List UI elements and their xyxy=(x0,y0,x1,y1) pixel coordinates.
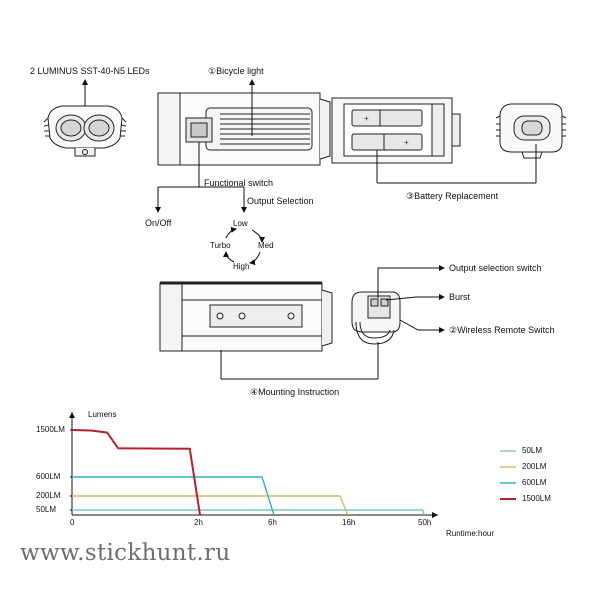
x-axis-arrow xyxy=(432,512,438,518)
bicycle-light-label: ①Bicycle light xyxy=(208,66,264,76)
series-line-600lm xyxy=(72,476,275,516)
x-tick-label: 6h xyxy=(268,518,277,527)
y-tick-label: 50LM xyxy=(36,505,57,514)
remote-switch-pointers xyxy=(377,265,445,333)
y-tick-label: 200LM xyxy=(36,491,61,500)
functional-switch-label: Functional switch xyxy=(204,178,274,188)
chart-series xyxy=(71,429,425,516)
x-tick-label: 2h xyxy=(194,518,203,527)
legend-label-200lm: 200LM xyxy=(522,462,547,471)
legend-label-600lm: 600LM xyxy=(522,478,547,487)
battery-compartment: + + xyxy=(331,97,461,164)
series-line-50lm xyxy=(72,509,425,516)
series-line-200lm xyxy=(72,495,349,516)
mode-low-label: Low xyxy=(233,219,248,228)
remote-switch-drawing xyxy=(351,291,401,345)
chart-legend xyxy=(500,450,516,500)
burst-label: Burst xyxy=(449,292,471,302)
output-selection-switch-label: Output selection switch xyxy=(449,263,542,273)
mode-high-label: High xyxy=(233,262,250,271)
y-tick-label: 600LM xyxy=(36,472,61,481)
svg-text:+: + xyxy=(364,114,369,123)
mode-cycle-arrows xyxy=(223,226,265,266)
watermark: www.stickhunt.ru xyxy=(20,540,231,566)
battery-replacement-bracket xyxy=(376,144,537,184)
functional-switch-tree xyxy=(155,142,247,213)
output-selection-label: Output Selection xyxy=(247,196,314,206)
bicycle-light-side-view xyxy=(157,92,331,166)
x-tick-label: 16h xyxy=(342,518,356,527)
battery-replacement-label: ③Battery Replacement xyxy=(406,191,499,201)
wireless-remote-switch-label: ②Wireless Remote Switch xyxy=(449,325,555,335)
svg-text:+: + xyxy=(404,138,409,147)
chart-xlabel: Runtime:hour xyxy=(446,529,495,538)
legend-label-50lm: 50LM xyxy=(522,446,543,455)
series-line-1500lm xyxy=(71,429,201,516)
lamp-front-view xyxy=(43,105,127,157)
legend-label-1500lm: 1500LM xyxy=(522,494,551,503)
chart-ylabel: Lumens xyxy=(88,410,117,419)
y-axis-arrow xyxy=(69,412,75,418)
chart-axes xyxy=(69,412,438,518)
light-with-mount xyxy=(159,281,333,352)
mode-turbo-label: Turbo xyxy=(210,241,231,250)
x-tick-label: 0 xyxy=(70,518,75,527)
on-off-label: On/Off xyxy=(145,218,172,228)
leds-label: 2 LUMINUS SST-40-N5 LEDs xyxy=(30,66,150,76)
mounting-instruction-bracket xyxy=(220,342,379,380)
x-tick-label: 50h xyxy=(418,518,432,527)
mode-med-label: Med xyxy=(258,241,274,250)
y-tick-label: 1500LM xyxy=(36,425,65,434)
lamp-rear-view xyxy=(495,103,567,159)
mounting-instruction-label: ④Mounting Instruction xyxy=(250,387,340,397)
